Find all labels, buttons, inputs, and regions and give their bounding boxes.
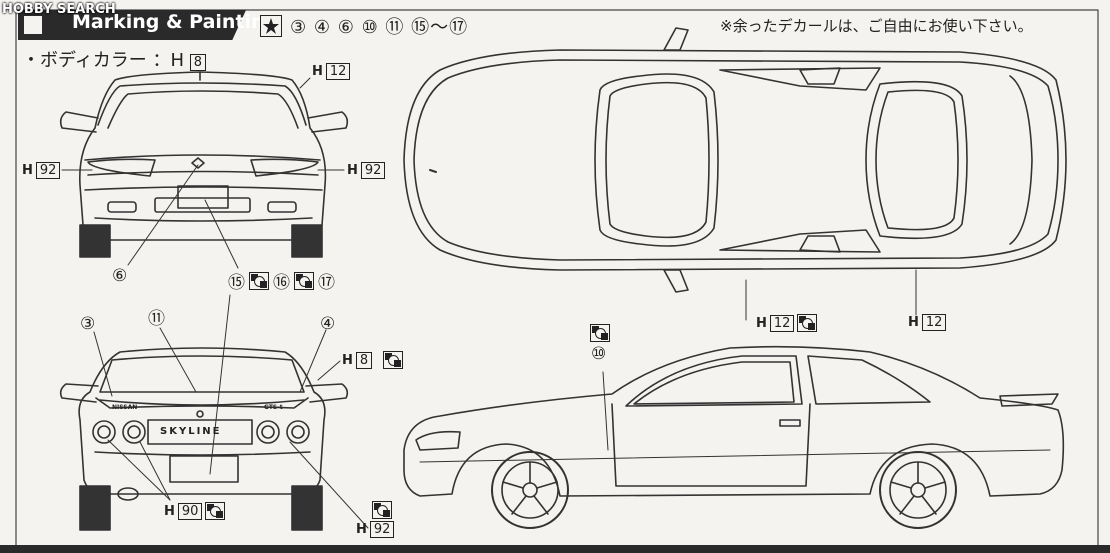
rear-lamp-paint-label: H 92	[356, 521, 395, 538]
decal-icon	[383, 351, 404, 369]
header-square-icon	[24, 16, 42, 34]
rear-decal-number-left: ③	[80, 314, 96, 334]
decal-icon	[294, 271, 314, 290]
body-color-line: ・ボディカラー ：H 8	[22, 46, 207, 72]
page-title: Marking & Painting	[72, 11, 279, 33]
side-decal-number: ⑩	[591, 344, 607, 364]
body-color-code: 8	[189, 54, 207, 71]
decal-number-list: ③ ④ ⑥ ⑩ ⑪ ⑮～⑰	[290, 17, 469, 38]
front-view-drawing	[59, 71, 349, 269]
rear-light-paint-label: H 90	[164, 502, 226, 520]
top-window-paint-label-left: H 12	[756, 314, 818, 332]
rear-skyline-lettering: SKYLINE	[160, 426, 222, 437]
decal-icon	[205, 502, 226, 520]
front-roof-paint-label: H 12	[312, 63, 351, 80]
rear-nissan-badge: NISSAN	[112, 404, 138, 411]
top-window-paint-label-right: H 12	[908, 314, 947, 331]
decal-icon	[590, 323, 610, 342]
star-icon	[260, 15, 282, 37]
rear-view-drawing	[59, 294, 369, 531]
rear-body-paint-label: H 8	[342, 351, 404, 369]
decal-icon	[372, 500, 392, 519]
front-right-lamp-paint-label: H 92	[347, 162, 386, 179]
front-plate-decal-numbers: ⑮ ⑯ ⑰	[228, 271, 335, 293]
rear-gts-badge: GTS-t	[264, 404, 283, 411]
side-decal-icon-wrap	[590, 322, 610, 342]
rear-decal-number-right: ④	[320, 314, 336, 334]
leftover-decal-note: ※余ったデカールは、ご自由にお使い下さい。	[720, 17, 1033, 35]
rear-lamp-decal-icon-wrap	[372, 499, 392, 519]
body-color-label: ・ボディカラー ：H	[22, 50, 184, 71]
front-emblem-decal-number: ⑥	[112, 266, 128, 286]
decal-icon	[249, 271, 269, 290]
top-view-drawing	[403, 27, 1067, 321]
header-bar	[18, 10, 246, 40]
decal-icon	[797, 314, 818, 332]
side-view-drawing	[403, 345, 1065, 529]
rear-decal-number-center: ⑪	[148, 309, 165, 329]
footer-bar	[0, 545, 1110, 553]
front-left-lamp-paint-label: H 92	[22, 162, 61, 179]
watermark: HOBBY SEARCH	[2, 2, 116, 17]
